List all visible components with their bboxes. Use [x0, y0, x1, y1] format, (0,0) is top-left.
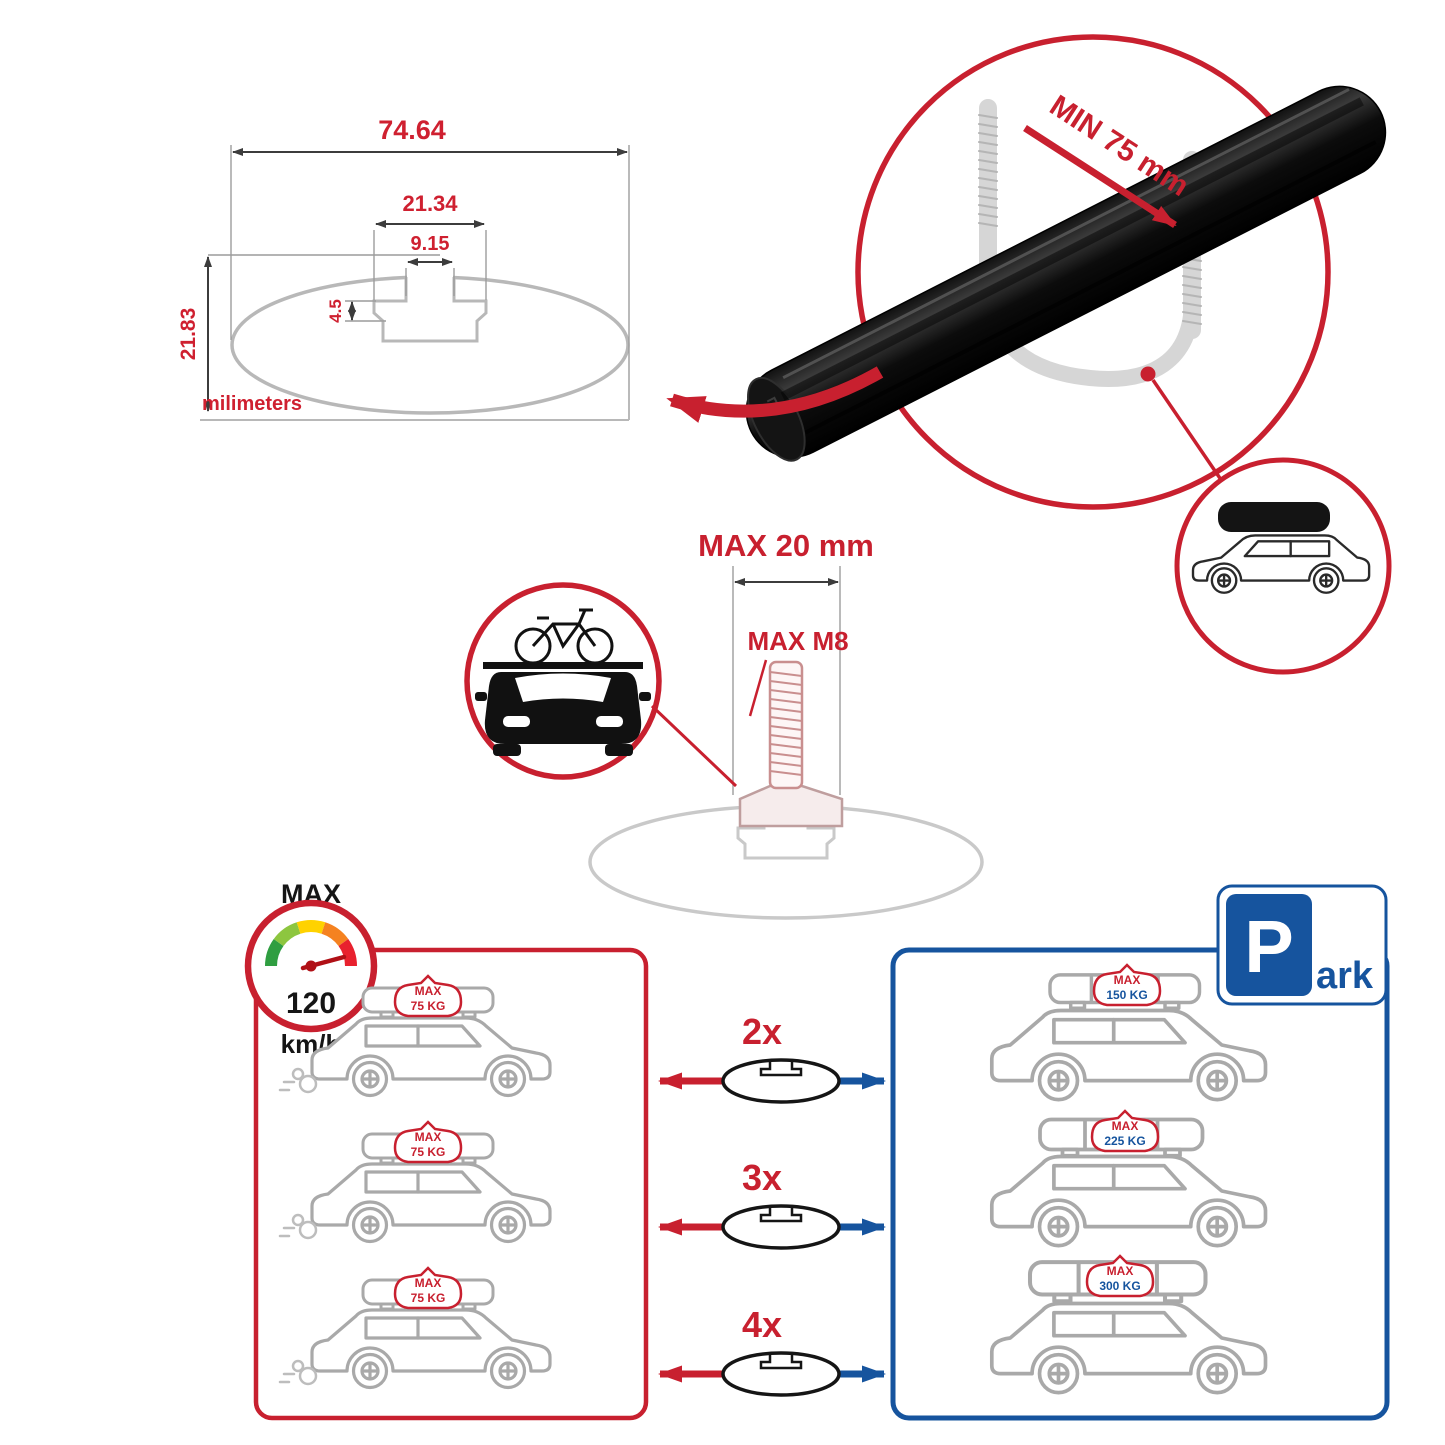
- dimension-drawing: 74.64 21.34 9.15 4.5 21.83 milimeters: [177, 115, 630, 421]
- speed-limit-gauge: MAX 120 km/h: [244, 879, 378, 1059]
- multiplier-rows: 2x 3x 4x: [658, 1011, 886, 1397]
- load-tag-value: 225 KG: [1104, 1134, 1145, 1148]
- roof-bar-icon: [483, 662, 643, 669]
- load-tag-value: 150 KG: [1106, 988, 1147, 1002]
- bar-detail-section: MIN 75 mm: [666, 34, 1392, 675]
- bar-cross-section-icon: [721, 1058, 841, 1104]
- load-tag-value: 75 KG: [411, 1145, 446, 1159]
- load-tag-5: MAX 225 KG: [1090, 1109, 1160, 1153]
- gauge-needle-hub: [305, 960, 317, 972]
- dim-total-width-label: 74.64: [378, 115, 446, 145]
- park-cars: MAX 150 KG MAX 225 KG MAX 300 KG: [989, 963, 1268, 1395]
- bolt-plate: [738, 784, 844, 828]
- leader-line: [1151, 379, 1230, 491]
- crossbar: [745, 85, 1387, 462]
- load-tag-value: 75 KG: [411, 999, 446, 1013]
- load-tag-max: MAX: [415, 1276, 442, 1290]
- bolt-thread-label: MAX M8: [747, 626, 848, 656]
- bar-highlight: [782, 88, 1350, 380]
- bolt-section: MAX 20 mm MAX M8: [464, 528, 984, 920]
- multiplier-label-3x: 3x: [742, 1157, 782, 1198]
- park-sign: P ark: [1216, 884, 1388, 1006]
- vehicle-bubble: [1174, 457, 1392, 675]
- car-front-icon: [475, 608, 651, 756]
- dim-bar-height-label: 21.83: [177, 308, 200, 361]
- park-sign-square: [1226, 894, 1312, 996]
- multiplier-label-2x: 2x: [742, 1011, 782, 1052]
- load-tag-value: 300 KG: [1099, 1279, 1140, 1293]
- dim-slot-depth-label: 4.5: [326, 299, 345, 323]
- park-sign-suffix: ark: [1316, 955, 1374, 997]
- load-tag-6: MAX 300 KG: [1085, 1254, 1155, 1298]
- profile-slot-mask: [407, 271, 453, 283]
- bubble-leader-line: [650, 704, 738, 788]
- load-tag-max: MAX: [415, 984, 442, 998]
- locator-dot: [1140, 366, 1156, 382]
- roof-box: [1218, 502, 1330, 532]
- speed-value: 120: [286, 987, 336, 1020]
- bolt-shaft: [768, 660, 804, 790]
- dim-slot-width-label: 9.15: [411, 233, 450, 255]
- bar-top-channel: [780, 97, 1364, 401]
- load-tag-value: 75 KG: [411, 1291, 446, 1305]
- profile-channel: [372, 277, 488, 343]
- bike-car-bubble: [464, 582, 738, 788]
- load-tag-max: MAX: [1112, 1119, 1139, 1133]
- load-tag-1: MAX 75 KG: [393, 974, 463, 1018]
- load-tag-max: MAX: [1114, 973, 1141, 987]
- thread-leader-line: [748, 659, 768, 717]
- bolt-max-width-label: MAX 20 mm: [698, 528, 874, 563]
- driving-cars: MAX 75 KG MAX 75 KG MAX 75 KG: [278, 974, 552, 1390]
- dim-channel-width-label: 21.34: [402, 191, 458, 216]
- bar-groove: [804, 140, 1377, 435]
- zoom-circle: [855, 34, 1331, 510]
- ghost-channel: [736, 808, 836, 860]
- bar-cross-section-icon: [721, 1204, 841, 1250]
- unit-label: milimeters: [202, 393, 302, 415]
- multiplier-label-4x: 4x: [742, 1304, 782, 1345]
- bicycle-icon: [514, 608, 614, 665]
- bar-cross-section-icon: [721, 1351, 841, 1397]
- load-tag-4: MAX 150 KG: [1092, 963, 1162, 1007]
- load-tag-2: MAX 75 KG: [393, 1120, 463, 1164]
- gauge-arc: [264, 920, 358, 967]
- profile-pointer-arrow: [666, 366, 884, 423]
- load-tag-3: MAX 75 KG: [393, 1266, 463, 1310]
- park-sign-letter: P: [1244, 905, 1293, 988]
- load-tag-max: MAX: [415, 1130, 442, 1144]
- min-clearance-arrow: [1023, 125, 1177, 228]
- load-tag-max: MAX: [1107, 1264, 1134, 1278]
